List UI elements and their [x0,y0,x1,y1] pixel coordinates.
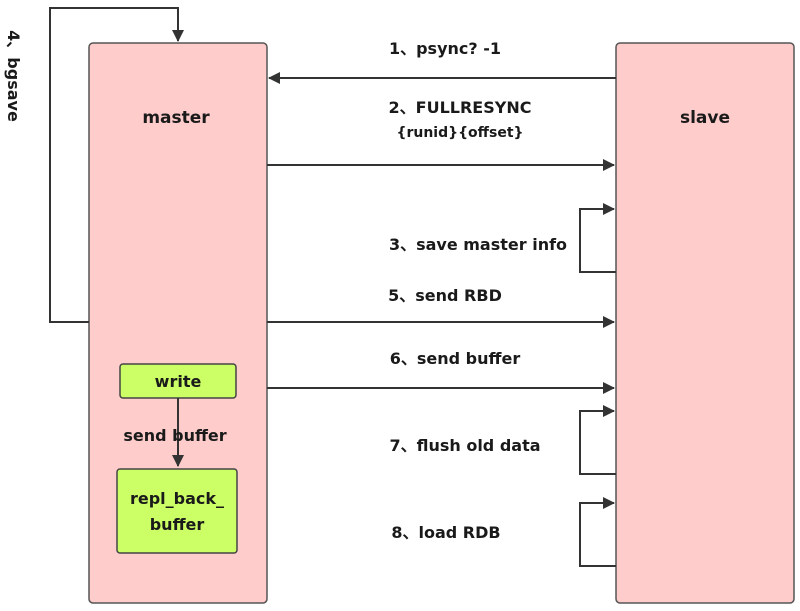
repl-back-buffer-label-line2: buffer [150,515,205,534]
slave-node [615,42,795,604]
write-label: write [155,372,202,391]
master-label: master [142,108,210,128]
repl-back-buffer-label-line1: repl_back_ [130,489,224,508]
fullresync-sublabel: {runid}{offset} [396,125,523,141]
bgsave-loop-arrow [49,7,184,323]
send-buffer-internal-label: send buffer [123,426,226,445]
flush-old-data-label: 7、flush old data [389,436,540,455]
flush-old-data-loop [579,405,616,475]
bgsave-label: 4、bgsave [4,30,23,122]
psync-label: 1、psync? -1 [389,39,501,58]
send-rbd-label: 5、send RBD [388,286,502,305]
save-master-info-label: 3、save master info [389,235,567,254]
repl-back-buffer-box [116,468,238,554]
load-rdb-loop [579,497,616,567]
fullresync-label: 2、FULLRESYNC [389,98,532,117]
slave-label: slave [680,108,730,128]
send-buffer-step-label: 6、send buffer [390,349,521,368]
load-rdb-label: 8、load RDB [391,523,500,542]
save-master-info-loop [579,203,616,273]
